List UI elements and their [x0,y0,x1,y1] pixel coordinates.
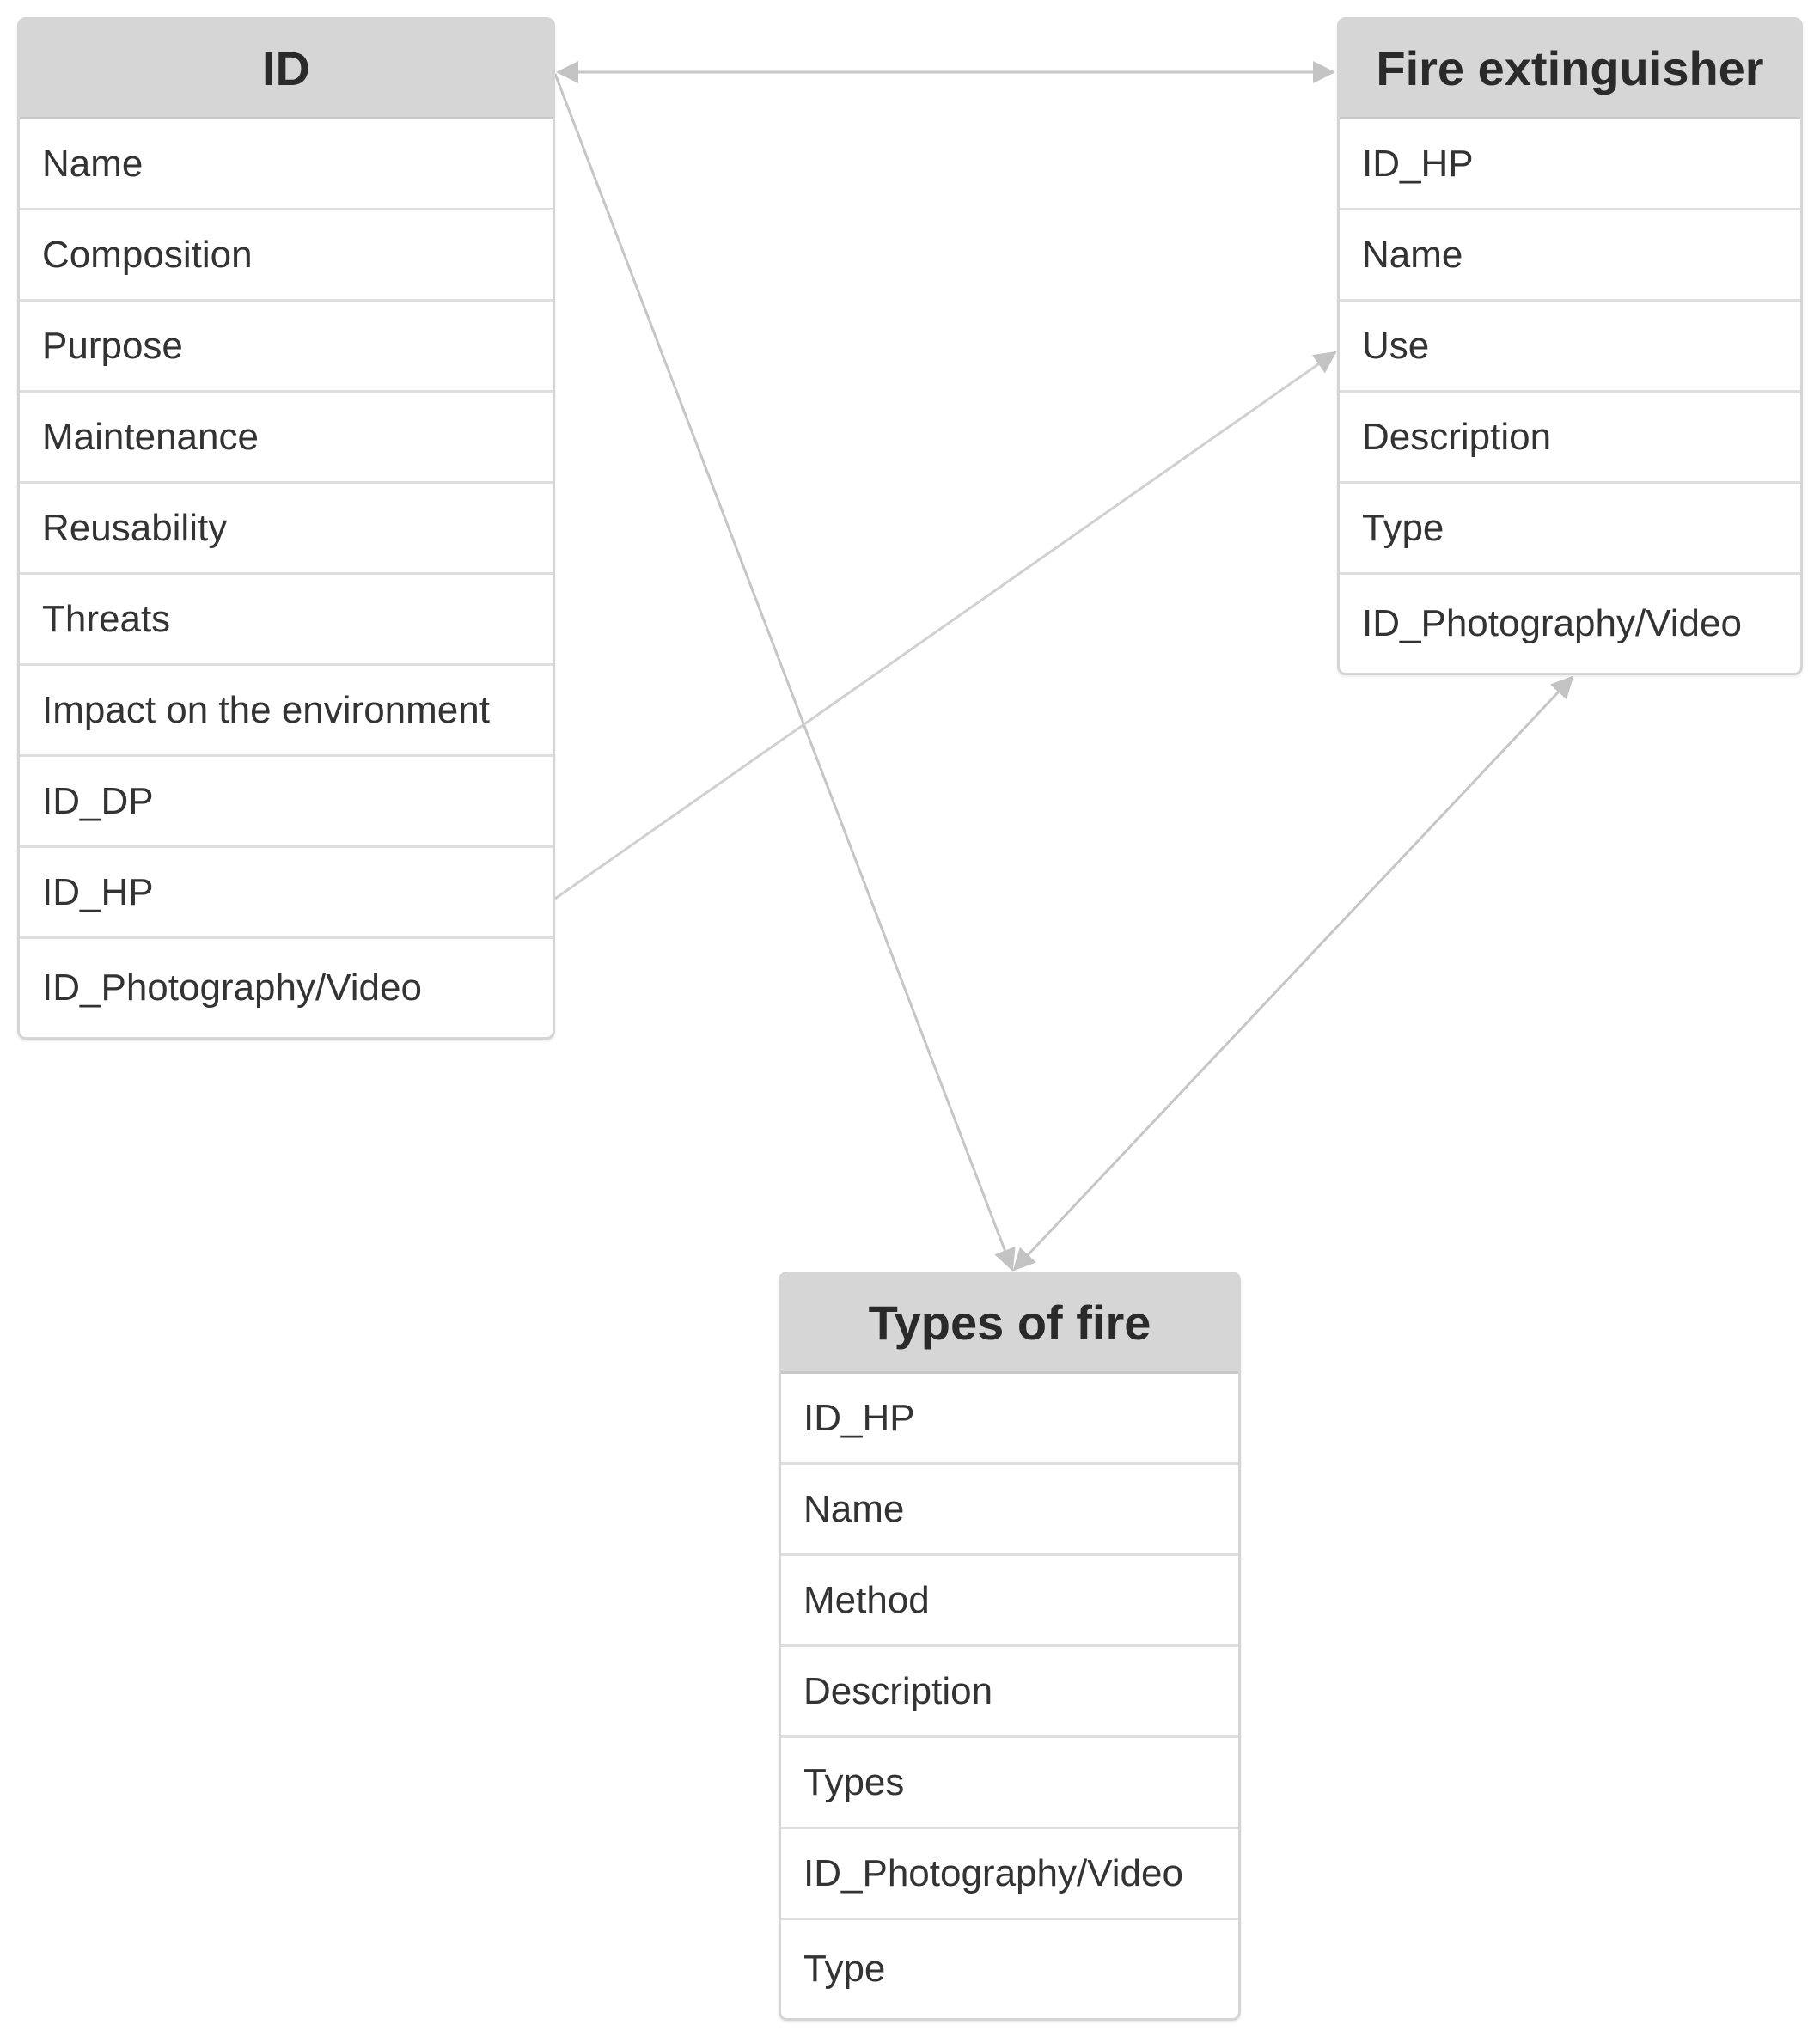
field-description: Description [1340,393,1800,484]
field-name: Name [781,1465,1238,1556]
connector-id-hp-to-use [554,351,1337,900]
entity-types-of-fire[interactable]: Types of fire ID_HP Name Method Descript… [779,1272,1241,2021]
field-id-photography-video: ID_Photography/Video [42,967,422,1009]
field-id-photography-video: ID_Photography/Video [781,1829,1238,1920]
field-use: Use [1340,302,1800,393]
entity-title: Fire extinguisher [1340,20,1800,119]
entity-fire-extinguisher[interactable]: Fire extinguisher ID_HP Name Use Descrip… [1337,17,1803,675]
field-name: Name [20,119,553,210]
field-description: Description [781,1647,1238,1738]
field-id-hp: ID_HP [781,1374,1238,1465]
entity-title: Types of fire [781,1274,1238,1374]
field-purpose: Purpose [20,302,553,393]
field-id-photography-video: ID_Photography/Video [1362,602,1742,644]
field-impact-on-environment: Impact on the environment [20,666,553,757]
connector-id-to-types-of-fire [553,73,1016,1272]
field-id-hp: ID_HP [20,848,553,939]
field-types: Types [781,1738,1238,1829]
connector-fire-extinguisher-to-types-of-fire [1012,675,1574,1272]
entity-title: ID [20,20,553,119]
field-reusability: Reusability [20,484,553,575]
field-threats: Threats [20,575,553,666]
field-type: Type [1340,484,1800,575]
field-id-hp: ID_HP [1340,119,1800,210]
field-id-dp: ID_DP [20,757,553,848]
field-method: Method [781,1556,1238,1647]
field-maintenance: Maintenance [20,393,553,484]
field-type: Type [803,1948,886,1990]
entity-id[interactable]: ID Name Composition Purpose Maintenance … [17,17,555,1040]
field-name: Name [1340,210,1800,302]
field-composition: Composition [20,210,553,302]
